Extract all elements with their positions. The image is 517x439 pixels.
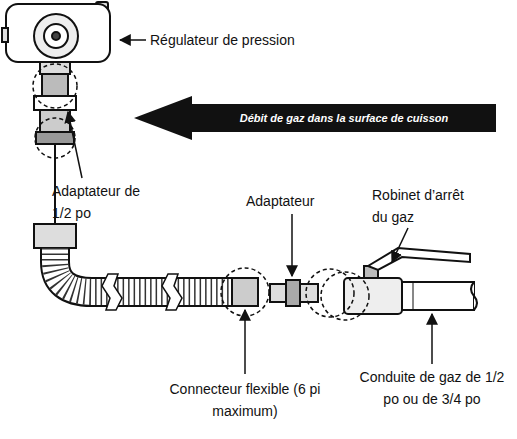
part-label: Robinet d’arrêt du gaz [372,184,482,228]
connection-highlight [33,64,369,320]
adapter [270,280,318,306]
flow-arrow: Débit de gaz dans la surface de cuisson [134,96,496,140]
part-label: Conduite de gaz de 1/2 po ou de 3/4 po [350,366,514,410]
flexible-connector [55,144,258,310]
part-label: Connecteur flexible (6 pi maximum) [150,378,340,422]
part-label: Adaptateur de 1/2 po [52,180,162,224]
part-label: Régulateur de pression [150,29,350,51]
leader-arrow [68,40,432,374]
flow-label: Débit de gaz dans la surface de cuisson [240,112,517,124]
pressure-regulator [2,2,110,96]
part-label: Adaptateur [246,190,366,212]
